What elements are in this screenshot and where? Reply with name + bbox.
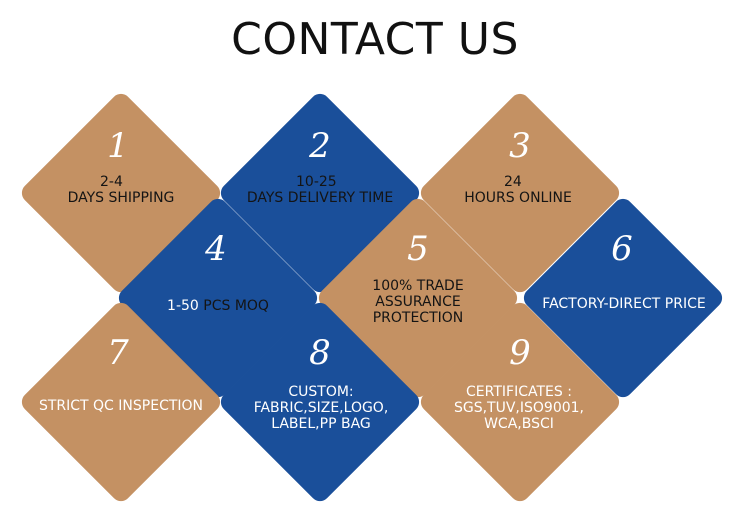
page-title: CONTACT US xyxy=(231,14,519,65)
tile-1-line2: DAYS SHIPPING xyxy=(67,190,175,207)
tile-1-text: 2-4 DAYS SHIPPING xyxy=(41,174,201,206)
tile-8-text: CUSTOM: FABRIC,SIZE,LOGO, LABEL,PP BAG xyxy=(246,384,396,432)
tile-6-text: FACTORY-DIRECT PRICE xyxy=(542,296,706,312)
tile-4-line1: 1-50 xyxy=(167,298,204,314)
tile-9-line3: WCA,BSCI xyxy=(484,416,554,433)
tile-5-line3: PROTECTION xyxy=(372,310,464,327)
tile-4-line2: PCS MOQ xyxy=(203,298,269,314)
tile-5-line2: ASSURANCE xyxy=(375,294,461,311)
tile-5-number: 5 xyxy=(407,229,429,269)
tile-2-line1: 10-25 xyxy=(296,174,337,190)
tile-7-text: STRICT QC INSPECTION xyxy=(38,398,204,414)
tile-4-number: 4 xyxy=(205,229,227,269)
tile-5-text: 100% TRADE ASSURANCE PROTECTION xyxy=(343,278,493,326)
tile-9-line1: CERTIFICATES : xyxy=(466,384,572,400)
tile-4-text: 1-50 PCS MOQ xyxy=(145,298,291,314)
tile-1-number: 1 xyxy=(107,126,129,166)
tile-9-text: CERTIFICATES : SGS,TUV,ISO9001, WCA,BSCI xyxy=(444,384,594,432)
tile-2-text: 10-25 DAYS DELIVERY TIME xyxy=(230,174,410,206)
tile-3-text: 24 HOURS ONLINE xyxy=(438,174,598,206)
tile-6-number: 6 xyxy=(611,229,633,269)
tile-8-line3: LABEL,PP BAG xyxy=(271,416,371,433)
tile-3-line2: HOURS ONLINE xyxy=(464,190,572,207)
tile-8-number: 8 xyxy=(309,333,331,373)
tile-3-number: 3 xyxy=(509,126,531,166)
tile-8-line2: FABRIC,SIZE,LOGO, xyxy=(253,400,389,417)
tile-1-line1: 2-4 xyxy=(100,174,123,190)
tile-9-number: 9 xyxy=(509,333,531,373)
tile-7-number: 7 xyxy=(107,333,129,373)
tile-8-line1: CUSTOM: xyxy=(288,384,354,400)
tile-2-number: 2 xyxy=(309,126,331,166)
tile-2-line2: DAYS DELIVERY TIME xyxy=(246,190,394,207)
tile-5-line1: 100% TRADE xyxy=(372,278,464,294)
tile-9-line2: SGS,TUV,ISO9001, xyxy=(453,400,584,417)
tile-3-line1: 24 xyxy=(504,174,522,190)
